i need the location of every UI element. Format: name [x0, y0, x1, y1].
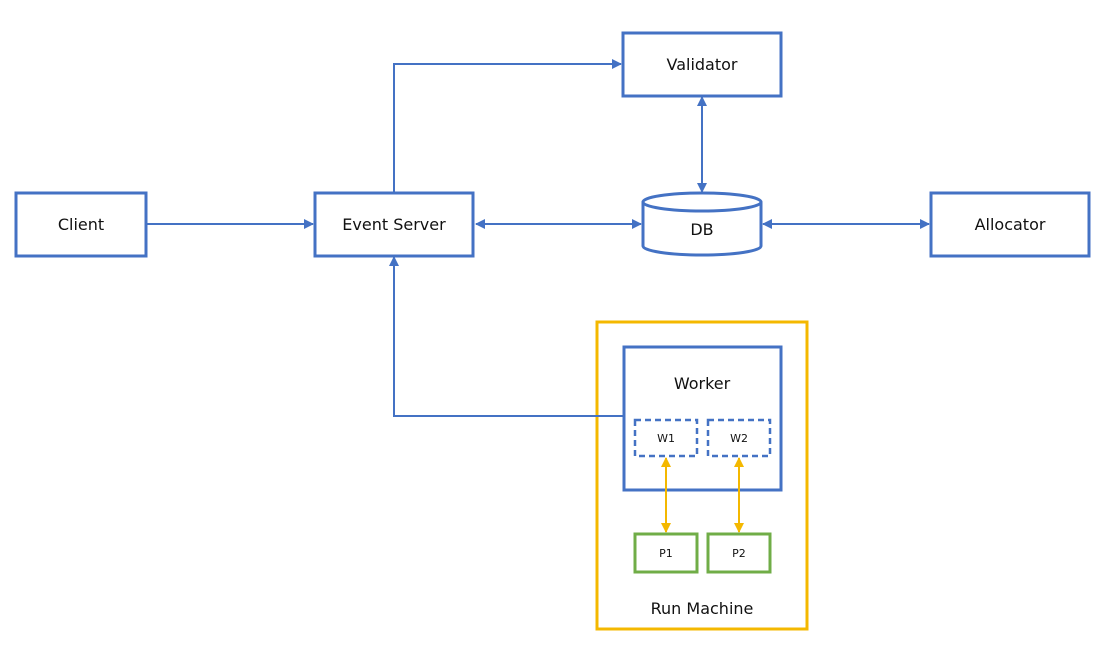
worker-label: Worker — [674, 374, 731, 393]
run-machine-label: Run Machine — [651, 599, 754, 618]
p2-label: P2 — [732, 547, 746, 560]
w1-slot — [633, 418, 699, 458]
p1-node — [633, 532, 699, 574]
client-node — [14, 191, 148, 258]
w2-slot — [706, 418, 772, 458]
p2-node — [706, 532, 772, 574]
run-machine-box — [595, 320, 809, 631]
allocator-label: Allocator — [975, 215, 1046, 234]
w1-label: W1 — [657, 432, 675, 445]
allocator-node — [929, 191, 1091, 258]
validator-label: Validator — [667, 55, 738, 74]
worker-node — [622, 345, 783, 492]
worker-to-event-server-arrow — [389, 256, 623, 417]
event-server-to-validator-arrow — [393, 59, 622, 192]
event-server-label: Event Server — [342, 215, 446, 234]
event-server-node — [313, 191, 475, 258]
db-node — [641, 191, 763, 257]
p1-label: P1 — [659, 547, 673, 560]
validator-node — [621, 31, 783, 98]
client-label: Client — [58, 215, 104, 234]
w2-label: W2 — [730, 432, 748, 445]
db-label: DB — [690, 220, 713, 239]
